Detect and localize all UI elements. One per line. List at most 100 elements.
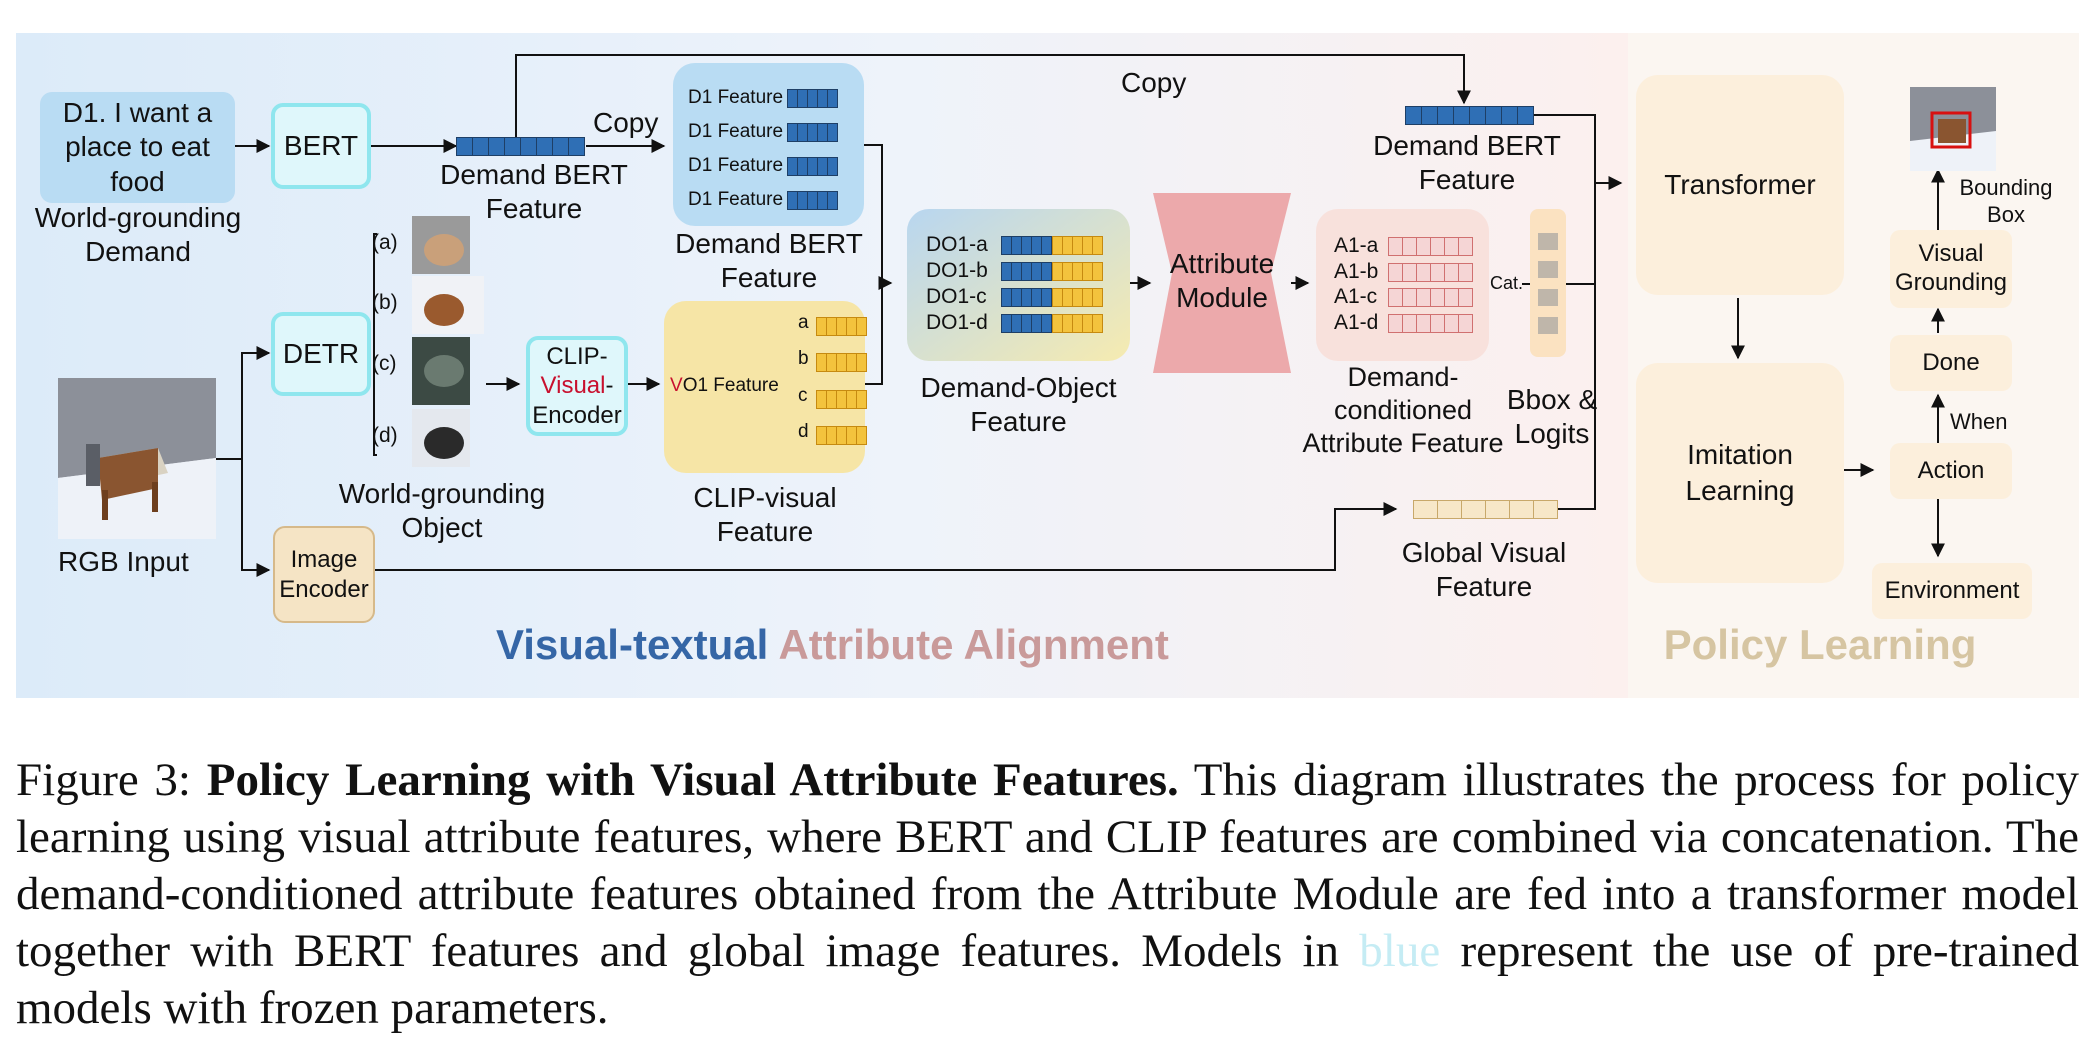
object-label: (a) <box>372 231 398 254</box>
figure-caption: Figure 3: Policy Learning with Visual At… <box>16 752 2079 1037</box>
bounding-box-label: Bounding Box <box>1959 175 2053 227</box>
attribute-feature-row-label: A1-c <box>1334 285 1378 308</box>
demand-object-row-label: DO1-b <box>926 259 988 282</box>
clip-visual-encoder: CLIP- Visual- Encoder <box>526 336 628 436</box>
attribute-feature-row: A1-b <box>1334 260 1473 284</box>
caption-title: Policy Learning with Visual Attribute Fe… <box>206 754 1179 806</box>
demand-bert-feature-copy-bar <box>1405 106 1534 125</box>
object-crop-image <box>412 216 470 274</box>
action-label: Action <box>1917 456 1985 484</box>
demand-bert-feature-bar <box>456 137 585 156</box>
clip-feature-letter: a <box>798 312 809 333</box>
bbox-logits-bar <box>1530 209 1566 357</box>
world-grounding-object-label: World-grounding Object <box>338 478 546 544</box>
clip-label-visual: Visual <box>540 372 606 400</box>
figure-panel: D1. I want a place to eat food World-gro… <box>16 33 2079 698</box>
object-crop-image <box>412 337 470 405</box>
clip-feature-letter: c <box>798 385 808 406</box>
world-grounding-demand-label: World-grounding Demand <box>34 202 242 268</box>
clip-label-dash: - <box>605 372 614 400</box>
imitation-learning-block: Imitation Learning <box>1636 363 1844 583</box>
demand-conditioned-attribute-label: Demand-conditioned Attribute Feature <box>1302 362 1504 458</box>
clip-feature-cells <box>816 390 867 409</box>
demand-object-row: DO1-a <box>926 233 1103 257</box>
demand-text: D1. I want a place to eat food <box>62 97 213 197</box>
demand-bert-feature-label-2: Demand BERT Feature <box>675 228 863 294</box>
clip-feature-cells <box>816 353 867 372</box>
attribute-feature-row-label: A1-b <box>1334 260 1379 283</box>
demand-object-row: DO1-d <box>926 311 1103 335</box>
d1-feature-row-label: D1 Feature <box>688 155 784 176</box>
image-encoder-label: Image Encoder <box>279 546 369 603</box>
imitation-learning-label: Imitation Learning <box>1685 438 1795 506</box>
attribute-feature-panel <box>1316 209 1489 361</box>
visual-textual-title: Visual-textual Attribute Alignment <box>496 619 1169 670</box>
global-visual-feature-bar <box>1413 500 1558 519</box>
action-block: Action <box>1890 443 2012 499</box>
clip-feature-cells <box>816 317 867 336</box>
vo1-feature-label: VO1 Feature <box>670 374 779 397</box>
copy-label-2: Copy <box>1121 67 1187 98</box>
rgb-input-image <box>58 378 216 539</box>
demand-input-box: D1. I want a place to eat food <box>40 92 235 203</box>
demand-object-row-label: DO1-c <box>926 285 987 308</box>
visual-grounding-block: Visual Grounding <box>1890 230 2012 308</box>
d1-feature-row: D1 Feature <box>688 189 839 211</box>
demand-object-row-label: DO1-a <box>926 233 988 256</box>
bert-model: BERT <box>271 103 371 189</box>
done-block: Done <box>1890 335 2012 391</box>
cat-label: Cat. <box>1490 273 1524 293</box>
object-label: (d) <box>372 424 398 447</box>
d1-feature-row: D1 Feature <box>688 155 839 177</box>
d1-feature-row: D1 Feature <box>688 87 839 109</box>
policy-learning-title: Policy Learning <box>1663 621 1977 668</box>
clip-feature-letter: d <box>798 421 809 442</box>
image-encoder: Image Encoder <box>273 526 375 623</box>
attribute-feature-row: A1-c <box>1334 285 1473 309</box>
transformer-label: Transformer <box>1664 168 1816 200</box>
environment-label: Environment <box>1884 576 2020 604</box>
object-label: (c) <box>372 352 397 375</box>
bbox-logits-label: Bbox & Logits <box>1506 384 1598 450</box>
demand-object-feature-label: Demand-Object Feature <box>920 372 1117 438</box>
title-blue: Visual-textual <box>496 621 769 668</box>
title-pink: Attribute Alignment <box>778 621 1169 668</box>
d1-feature-row-label: D1 Feature <box>688 121 784 142</box>
detr-model: DETR <box>271 312 371 396</box>
demand-object-row: DO1-c <box>926 285 1103 309</box>
copy-label-1: Copy <box>593 107 659 138</box>
caption-blue-word: blue <box>1359 925 1441 977</box>
attribute-feature-row-label: A1-a <box>1334 234 1379 257</box>
vo1-prefix: V <box>670 375 683 396</box>
clip-feature-letter: b <box>798 348 809 369</box>
attribute-feature-row-label: A1-d <box>1334 311 1379 334</box>
caption-body-2: represent the use of pre-trained models … <box>16 925 2079 1034</box>
global-visual-feature-label: Global Visual Feature <box>1401 537 1567 603</box>
done-label: Done <box>1922 348 1980 376</box>
caption-body-1: This diagram illustrates the process for… <box>16 754 2079 977</box>
vo1-rest: O1 Feature <box>682 375 779 396</box>
d1-feature-row-label: D1 Feature <box>688 87 784 108</box>
attribute-module-label: Attribute Module <box>1169 248 1275 314</box>
transformer-block: Transformer <box>1636 75 1844 295</box>
demand-object-row: DO1-b <box>926 259 1103 283</box>
attribute-feature-row: A1-d <box>1334 311 1473 335</box>
clip-label-encoder: Encoder <box>532 401 622 429</box>
caption-label: Figure 3: <box>16 754 191 806</box>
d1-feature-row-label: D1 Feature <box>688 189 784 210</box>
object-label: (b) <box>372 291 398 314</box>
demand-bert-feature-label-3: Demand BERT Feature <box>1373 130 1561 196</box>
demand-bert-feature-label: Demand BERT Feature <box>440 159 628 225</box>
clip-feature-cells <box>816 426 867 445</box>
object-crop-image <box>412 276 484 334</box>
bounding-box-image <box>1910 87 1996 171</box>
d1-feature-row: D1 Feature <box>688 121 839 143</box>
environment-block: Environment <box>1872 563 2032 619</box>
bert-label: BERT <box>283 129 359 161</box>
rgb-input-label: RGB Input <box>58 546 189 577</box>
clip-label-line1: CLIP- <box>546 343 608 371</box>
demand-object-row-label: DO1-d <box>926 311 988 334</box>
when-label: When <box>1950 409 2008 434</box>
object-crop-image <box>412 409 470 467</box>
visual-grounding-label: Visual Grounding <box>1894 240 2008 296</box>
